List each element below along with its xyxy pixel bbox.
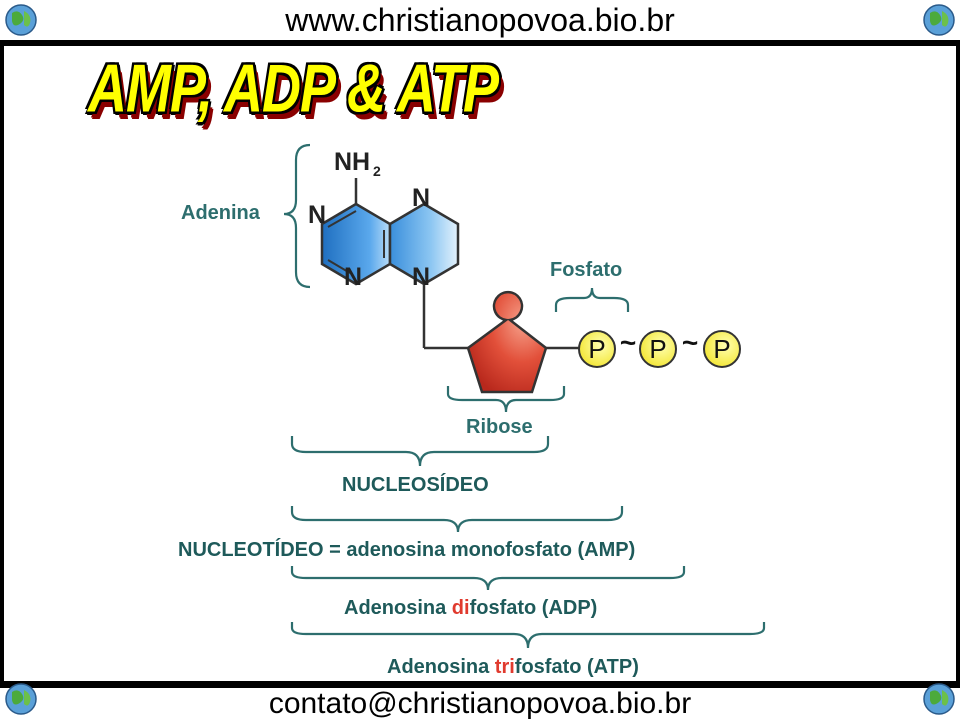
n-bottom-right-label: N bbox=[412, 263, 430, 291]
ribose-structure bbox=[466, 290, 580, 394]
phosphate-1-label: P bbox=[588, 334, 605, 364]
nucleosideo-brace bbox=[290, 436, 550, 467]
n-top-label: N bbox=[412, 184, 430, 212]
high-energy-bond-2: ~ bbox=[682, 327, 698, 358]
high-energy-bond-1: ~ bbox=[620, 327, 636, 358]
globe-logo-icon bbox=[5, 683, 37, 715]
fosfato-brace bbox=[554, 287, 630, 312]
nh2-subscript: 2 bbox=[373, 163, 381, 179]
footer-email[interactable]: contato@christianopovoa.bio.br bbox=[268, 687, 692, 720]
atp-prefix: Adenosina bbox=[387, 656, 495, 678]
adp-prefix: Adenosina bbox=[344, 597, 452, 619]
right-border bbox=[956, 40, 960, 685]
globe-logo-icon bbox=[5, 4, 37, 36]
phosphate-3-label: P bbox=[713, 334, 730, 364]
adenina-label: Adenina bbox=[181, 202, 260, 224]
atp-label: Adenosina trifosfato (ATP) bbox=[387, 656, 639, 679]
braces bbox=[283, 143, 766, 649]
nucleotideo-brace bbox=[290, 506, 624, 533]
fosfato-label: Fosfato bbox=[550, 259, 623, 281]
adp-highlight: di bbox=[451, 597, 470, 619]
atp-suffix: fosfato (ATP) bbox=[514, 656, 639, 678]
adp-brace bbox=[290, 566, 686, 591]
n-bottom-left-label: N bbox=[344, 263, 362, 291]
adp-label: Adenosina difosfato (ADP) bbox=[344, 597, 597, 620]
nucleosideo-label: NUCLEOSÍDEO bbox=[342, 474, 489, 496]
nucleotideo-label: NUCLEOTÍDEO = adenosina monofosfato (AMP… bbox=[178, 539, 636, 561]
slide-title: AMP, ADP & ATP bbox=[88, 51, 499, 127]
phosphate-2-label: P bbox=[649, 334, 666, 364]
left-border bbox=[0, 40, 4, 685]
nh2-label: NH bbox=[334, 148, 370, 176]
footer-divider bbox=[0, 681, 960, 688]
adenine-structure bbox=[320, 178, 470, 350]
globe-logo-icon bbox=[923, 683, 955, 715]
atp-brace bbox=[290, 622, 766, 649]
globe-logo-icon bbox=[923, 4, 955, 36]
n-left-label: N bbox=[308, 201, 326, 229]
ribose-brace bbox=[446, 386, 566, 413]
adp-suffix: fosfato (ADP) bbox=[469, 597, 598, 619]
atp-highlight: tri bbox=[494, 656, 515, 678]
header-divider bbox=[0, 40, 960, 46]
adenina-brace bbox=[283, 143, 311, 289]
phosphate-chain bbox=[578, 330, 741, 368]
header-url[interactable]: www.christianopovoa.bio.br bbox=[285, 2, 675, 38]
ribose-label: Ribose bbox=[466, 416, 533, 438]
